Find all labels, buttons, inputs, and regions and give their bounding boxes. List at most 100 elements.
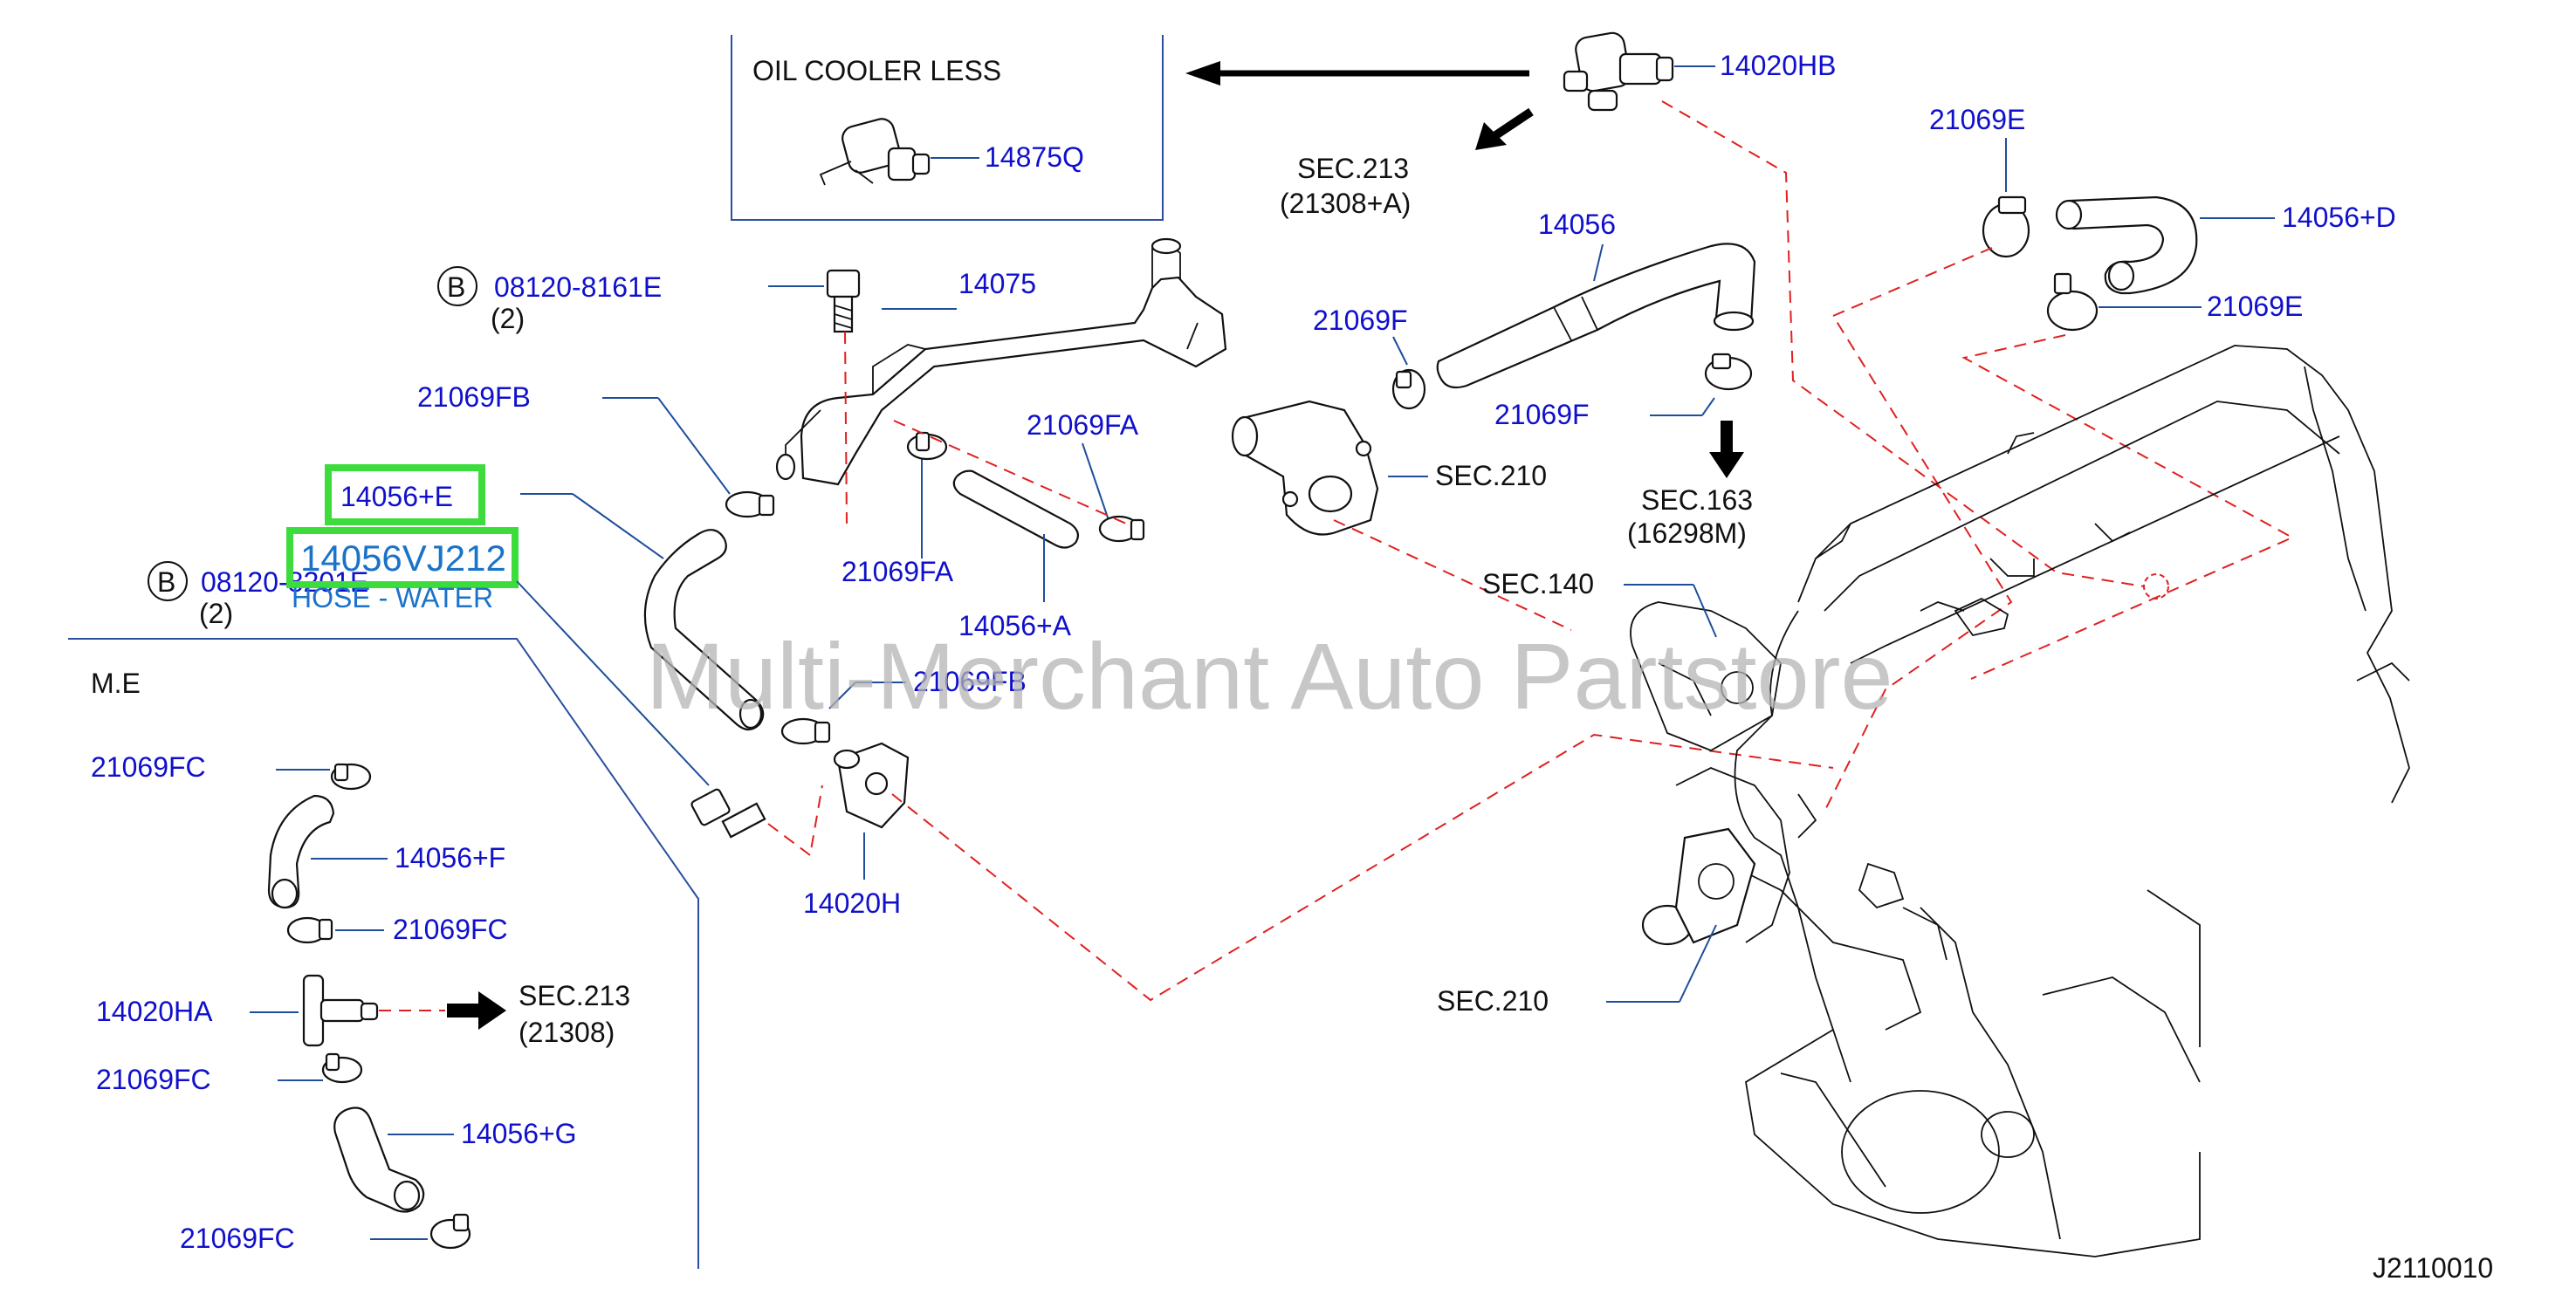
water-hose-14056e-icon	[643, 529, 765, 731]
leader-14056	[1593, 243, 1604, 282]
dashed-line-14020hb	[1661, 100, 2145, 587]
dashed-line-to-engine	[891, 733, 1834, 1002]
label-me-21069fc-2: 21069FC	[393, 914, 508, 945]
label-21069fa-1: 21069FA	[1027, 409, 1139, 441]
label-sec163-line1: SEC.163	[1641, 484, 1753, 516]
water-hose-14056a-icon	[952, 469, 1080, 549]
bolt-icon-lower	[690, 788, 766, 839]
label-14056f: 14056+F	[395, 842, 505, 874]
label-14020ha: 14020HA	[96, 996, 213, 1027]
water-pipe-14075-icon	[775, 237, 1227, 486]
highlight-box-14056e[interactable]	[325, 464, 485, 525]
hose-clamp-me-3-icon	[321, 1052, 363, 1084]
leader-sec140-b	[1693, 584, 1717, 638]
arrow-to-sec163	[1709, 421, 1744, 478]
label-21069fb-1: 21069FB	[417, 381, 531, 413]
water-hose-14056-icon	[1436, 243, 1756, 389]
label-sec163-line2: (16298M)	[1627, 517, 1747, 549]
hose-clamp-21069fb-1-icon	[725, 490, 775, 518]
label-sec213-a-line2: (21308+A)	[1280, 188, 1411, 219]
hose-clamp-21069fa-2-icon	[906, 431, 948, 461]
dashed-line-sec210	[1333, 519, 1572, 631]
tee-connector-14020ha-icon	[302, 974, 379, 1047]
dashed-line-14075-14056a	[893, 420, 1127, 524]
leader-21069fa-1	[1082, 442, 1109, 521]
label-14020hb: 14020HB	[1720, 50, 1836, 81]
label-sec210-b: SEC.210	[1437, 985, 1549, 1017]
highlight-box-14056vj212[interactable]	[286, 527, 519, 588]
hose-clamp-21069f-1-icon	[1391, 368, 1426, 410]
thermostat-housing-icon	[1231, 400, 1379, 536]
label-14056a: 14056+A	[958, 610, 1072, 641]
label-14075: 14075	[958, 268, 1036, 299]
inset-oil-cooler-less: OIL COOLER LESS 14875Q	[731, 35, 1164, 221]
leader-21069fb-2-a	[828, 682, 856, 709]
oil-cooler-bypass-icon	[819, 118, 931, 186]
b-circle-icon	[437, 266, 477, 306]
label-14056e[interactable]: 14056+E	[340, 481, 453, 512]
hose-clamp-me-2-icon	[286, 916, 333, 944]
hose-clamp-me-4-icon	[429, 1213, 471, 1250]
label-21069e-2: 21069E	[2207, 291, 2303, 322]
dashed-line-21069e-1	[1824, 247, 2013, 812]
label-me-21069fc-3: 21069FC	[96, 1064, 211, 1095]
inset-frame	[731, 35, 1164, 221]
diagram-code: J2110010	[2373, 1252, 2493, 1284]
bolt-08120-8161e: B 08120-8161E (2)	[437, 266, 662, 334]
label-21069fa-2: 21069FA	[841, 556, 954, 587]
label-hose-water: HOSE - WATER	[292, 582, 493, 613]
label-21069fb-2: 21069FB	[913, 666, 1027, 697]
label-bolt-1-qty: (2)	[491, 303, 525, 334]
me-title: M.E	[91, 668, 141, 699]
dashed-line-bolt-1	[844, 331, 848, 524]
label-bolt-2-qty: (2)	[199, 598, 233, 629]
me-frame	[68, 638, 699, 1269]
label-21069f-2: 21069F	[1494, 399, 1590, 430]
hose-clamp-21069f-2-icon	[1704, 353, 1753, 391]
hose-clamp-21069fb-2-icon	[780, 717, 831, 745]
engine-block-icon	[1630, 345, 2410, 1257]
b-circle-icon-2	[148, 561, 188, 601]
leader-21069fb-1-b	[657, 397, 731, 495]
dashed-port-circle	[2143, 573, 2169, 600]
connector-14020hb-icon	[1563, 31, 1674, 112]
water-hose-14056g-icon	[333, 1107, 425, 1213]
inset-title: OIL COOLER LESS	[752, 55, 1001, 86]
label-21069f-1: 21069F	[1313, 305, 1408, 336]
label-14020h: 14020H	[803, 887, 901, 919]
hose-clamp-me-1-icon	[330, 763, 372, 791]
watermark: Multi-Merchant Auto Partstore	[646, 623, 1893, 729]
hose-clamp-21069e-2-icon	[2046, 272, 2099, 332]
arrow-to-sec213	[1475, 107, 1534, 150]
label-14056g: 14056+G	[461, 1118, 577, 1149]
leader-21069f-2-b	[1701, 397, 1715, 416]
bolt-1-circle-label: B	[447, 271, 465, 303]
label-sec140: SEC.140	[1482, 568, 1594, 600]
leader-14056e-b	[572, 493, 664, 559]
dashed-line-bolt-2	[767, 785, 823, 857]
leader-sec210-b-b	[1679, 924, 1717, 1003]
leader-21069f-1	[1392, 336, 1408, 366]
label-14056: 14056	[1538, 209, 1616, 240]
arrow-to-sec213-me	[447, 991, 506, 1030]
leader-bolt-2	[516, 580, 710, 786]
label-me-21069fc-1: 21069FC	[91, 751, 206, 783]
label-sec210-a: SEC.210	[1435, 460, 1547, 491]
label-me-sec213-line1: SEC.213	[519, 980, 630, 1011]
label-21069e-1: 21069E	[1929, 104, 2025, 135]
label-14875q: 14875Q	[985, 141, 1084, 173]
bolt-icon-top	[826, 269, 861, 333]
dashed-line-21069e-2	[1961, 334, 2295, 680]
water-hose-14056d-icon	[2055, 195, 2198, 295]
label-me-21069fc-4: 21069FC	[180, 1223, 295, 1254]
label-14056vj212[interactable]: 14056VJ212	[300, 538, 506, 579]
me-section: M.E 21069FC 14056+F 21069FC 14020HA	[68, 638, 699, 1269]
label-14056d: 14056+D	[2282, 202, 2396, 233]
hose-clamp-21069fa-1-icon	[1098, 515, 1145, 543]
bolt-2-circle-label: B	[157, 566, 175, 598]
water-outlet-14020h-icon	[833, 742, 910, 829]
hose-clamp-21069e-1-icon	[1982, 195, 2030, 258]
arrow-to-inset	[1185, 61, 1529, 86]
label-sec213-a-line1: SEC.213	[1297, 153, 1409, 184]
